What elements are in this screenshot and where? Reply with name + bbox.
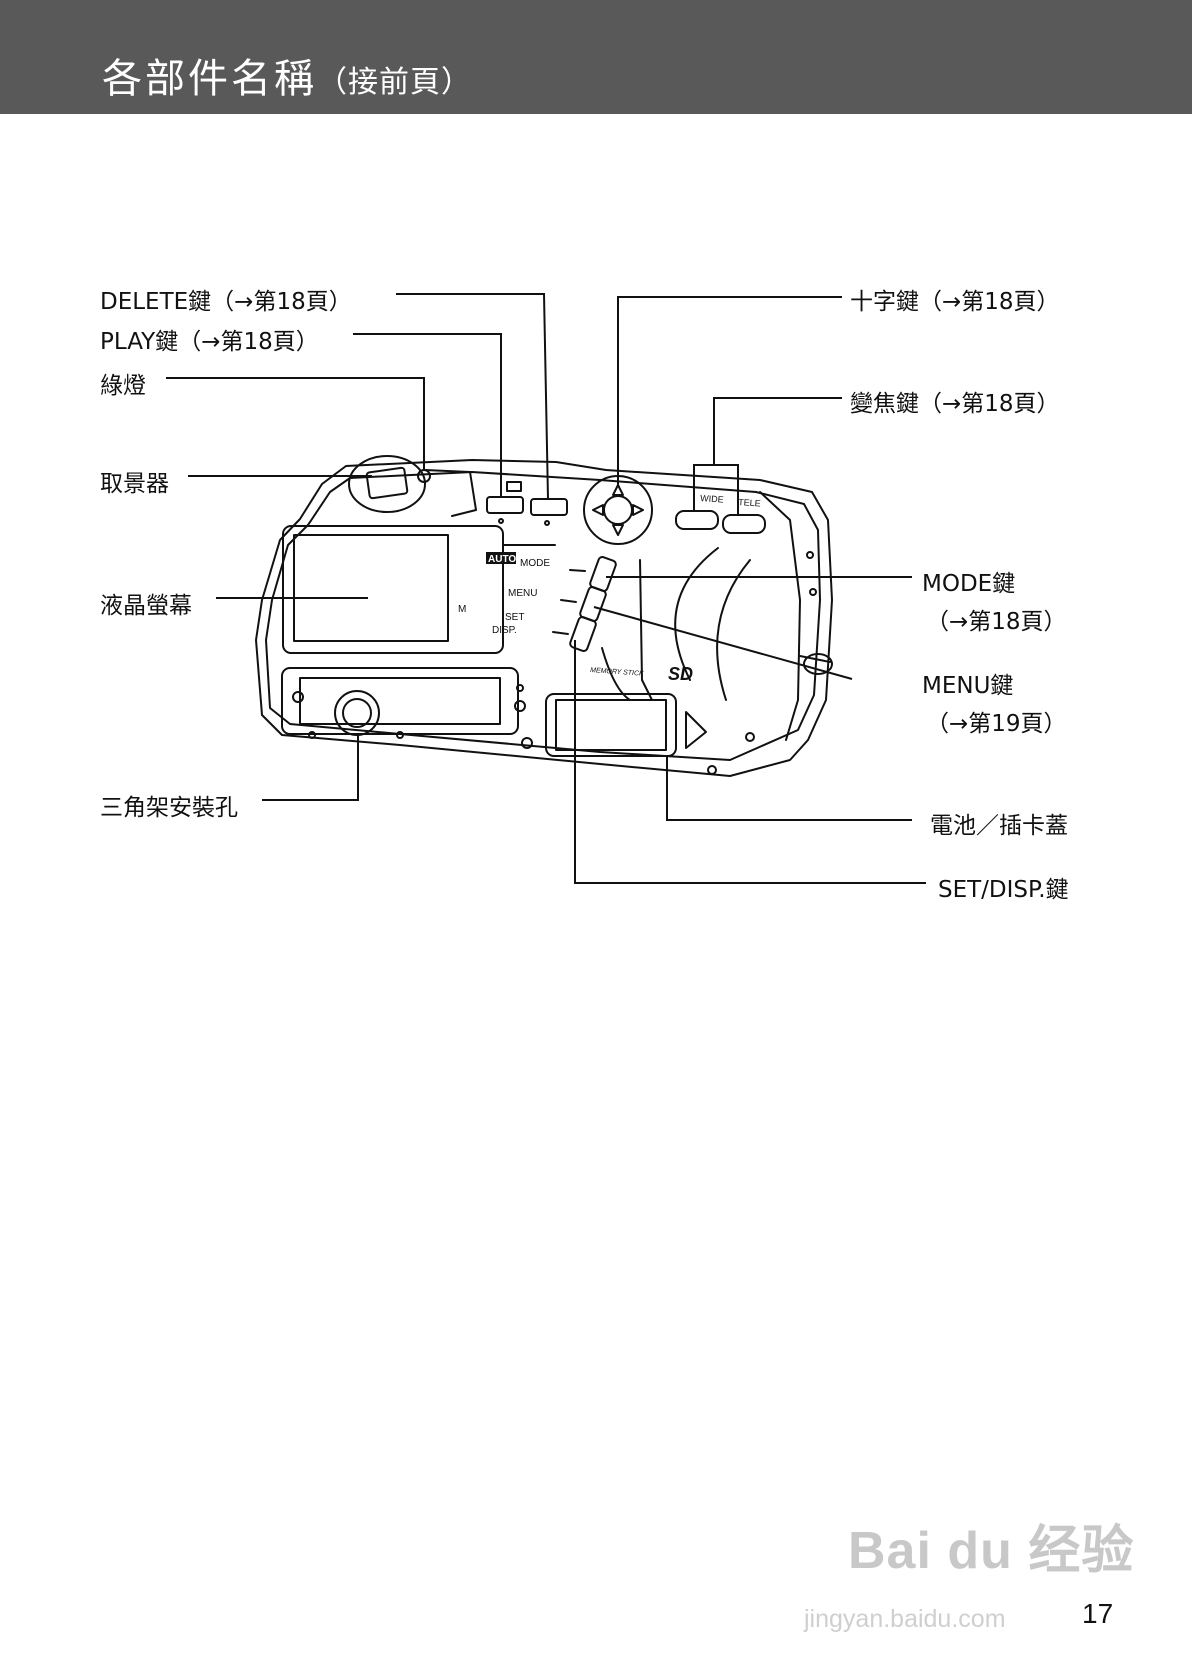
leader-play	[353, 333, 502, 497]
label-delete-key: DELETE鍵（→第18頁）	[100, 289, 352, 315]
delete-button	[530, 498, 568, 516]
page-header-bar: 各部件名稱（接前頁）	[0, 0, 1192, 114]
leader-set-disp	[574, 640, 926, 884]
leader-green-lamp	[166, 377, 425, 470]
label-cross-key: 十字鍵（→第18頁）	[850, 289, 1060, 315]
camera-mark-wide: WIDE	[700, 493, 724, 505]
camera-mark-menu: MENU	[508, 588, 537, 599]
camera-mark-memory-stick: MEMORY STICK	[590, 667, 644, 678]
camera-body	[255, 459, 833, 777]
label-zoom-key: 變焦鍵（→第18頁）	[850, 391, 1060, 417]
watermark-url: jingyan.baidu.com	[804, 1605, 1006, 1633]
strap-lug	[803, 653, 833, 675]
camera-mark-auto: AUTO	[488, 554, 516, 565]
label-tripod-socket: 三角架安裝孔	[100, 795, 238, 821]
watermark-logo: Bai du 经验	[848, 1522, 1135, 1580]
label-set-disp-key: SET/DISP.鍵	[938, 877, 1069, 903]
leader-zoom-bracket	[693, 464, 739, 515]
viewfinder-eyepiece	[348, 455, 426, 513]
leader-cross-key	[617, 296, 842, 485]
label-mode-key: MODE鍵	[922, 571, 1016, 597]
leader-delete	[396, 293, 549, 500]
camera-mark-set: SET	[505, 612, 524, 623]
zoom-wide-button	[675, 510, 719, 530]
play-button	[486, 496, 524, 514]
label-menu-key: MENU鍵	[922, 673, 1014, 699]
leader-zoom	[713, 397, 842, 465]
page-title-main: 各部件名稱	[102, 56, 317, 102]
page-number: 17	[1082, 1598, 1114, 1629]
leader-battery	[666, 756, 912, 821]
page-title: 各部件名稱（接前頁）	[102, 46, 472, 104]
viewfinder-window	[365, 466, 409, 500]
leader-tripod	[262, 735, 359, 801]
leader-menu	[593, 606, 853, 680]
label-menu-key-ref: （→第19頁）	[926, 711, 1067, 737]
camera-mark-disp: DISP.	[492, 625, 517, 636]
lcd-screen	[293, 534, 449, 642]
page-title-sub: （接前頁）	[317, 65, 472, 100]
label-battery-card-cover: 電池／插卡蓋	[930, 813, 1068, 839]
set-disp-button	[569, 616, 597, 652]
camera-mark-m: M	[458, 604, 466, 615]
zoom-tele-button	[722, 514, 766, 534]
camera-mark-tele: TELE	[738, 497, 761, 509]
lcd-screen-outline	[282, 525, 504, 654]
camera-body-inner	[265, 471, 821, 761]
label-green-lamp: 綠燈	[100, 373, 146, 399]
label-viewfinder: 取景器	[100, 471, 169, 497]
tripod-socket	[334, 690, 380, 736]
battery-card-cover	[545, 693, 677, 757]
label-mode-key-ref: （→第18頁）	[926, 609, 1067, 635]
label-lcd-monitor: 液晶螢幕	[100, 593, 192, 619]
label-play-key: PLAY鍵（→第18頁）	[100, 329, 319, 355]
camera-mark-sd: SD	[668, 664, 693, 684]
camera-mark-mode: MODE	[520, 558, 550, 569]
